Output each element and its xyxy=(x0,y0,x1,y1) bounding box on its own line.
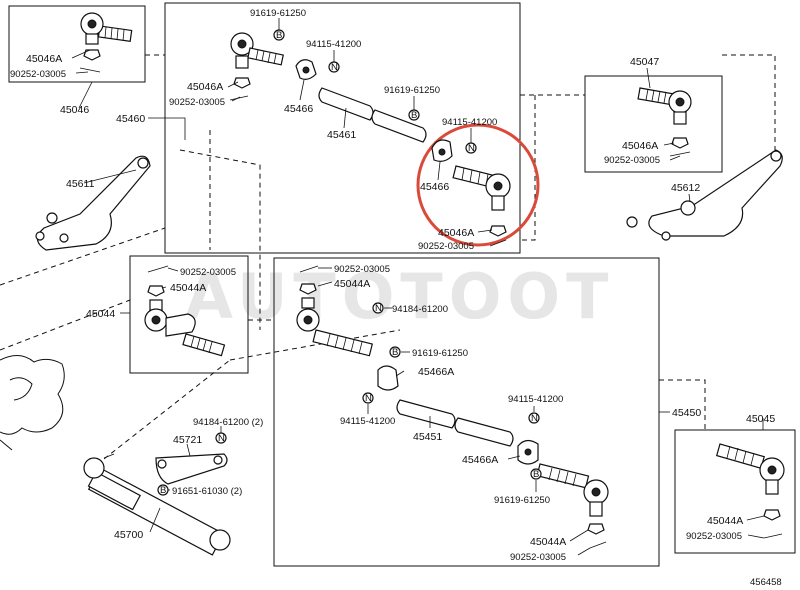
box-45046 xyxy=(8,5,146,83)
diagram-id: 456458 xyxy=(750,577,782,588)
marker-b-3: B xyxy=(389,346,401,358)
label-94184-left: 94184-61200 (2) xyxy=(193,417,263,428)
label-94115-a: 94115-41200 xyxy=(306,39,361,50)
label-45700: 45700 xyxy=(114,529,143,541)
box-45047 xyxy=(584,75,723,173)
label-90252-center: 90252-03005 xyxy=(334,264,390,275)
label-45611: 45611 xyxy=(66,178,95,190)
svg-text:N: N xyxy=(468,143,475,154)
tie-rod-end-45044-center-drawing xyxy=(296,265,374,357)
svg-text:B: B xyxy=(411,110,417,121)
label-45721: 45721 xyxy=(173,434,202,446)
label-91619-b: 91619-61250 xyxy=(384,85,440,96)
svg-text:B: B xyxy=(533,469,539,480)
watermark-text: AUTOTOOT xyxy=(185,260,614,333)
tube-45451-drawing xyxy=(396,399,514,447)
box-45460 xyxy=(164,2,521,254)
damper-45700-drawing xyxy=(83,453,231,556)
gear-box-drawing xyxy=(0,355,65,451)
label-45460: 45460 xyxy=(116,113,145,125)
label-90252-right-bottom: 90252-03005 xyxy=(686,531,742,542)
label-45046a-mid: 45046A xyxy=(187,81,223,93)
label-45044a-lower: 45044A xyxy=(530,536,566,548)
label-90252-right: 90252-03005 xyxy=(604,155,660,166)
label-94115-c: 94115-41200 xyxy=(340,416,395,427)
label-45046a-right: 45046A xyxy=(622,140,658,152)
label-45046a-top: 45046A xyxy=(26,53,62,65)
tie-rod-end-left-drawing xyxy=(229,32,284,101)
tie-rod-end-45044-drawing xyxy=(144,265,226,357)
knuckle-arm-45612-drawing xyxy=(626,149,783,241)
clamp-45466-left-drawing xyxy=(295,59,317,80)
label-45450: 45450 xyxy=(672,407,701,419)
marker-n-1: N xyxy=(328,61,340,73)
tie-rod-end-right-drawing xyxy=(452,165,511,247)
marker-b-2: B xyxy=(408,109,420,121)
marker-n-3: N xyxy=(372,302,384,314)
svg-text:N: N xyxy=(331,62,338,73)
label-45047: 45047 xyxy=(630,56,659,68)
tie-rod-end-lower-drawing xyxy=(536,463,609,549)
label-45046a-low: 45046A xyxy=(438,227,474,239)
box-45045 xyxy=(674,429,796,554)
svg-text:B: B xyxy=(276,30,282,41)
tube-45461-drawing xyxy=(318,87,427,143)
label-90252-low: 90252-03005 xyxy=(418,241,474,252)
label-94115-d: 94115-41200 xyxy=(508,394,563,405)
svg-text:N: N xyxy=(365,393,372,404)
highlight-circle xyxy=(416,123,540,247)
svg-text:N: N xyxy=(375,303,382,314)
bracket-45721-drawing xyxy=(155,453,228,485)
label-45451: 45451 xyxy=(413,431,442,443)
label-45466-left: 45466 xyxy=(284,103,313,115)
label-45044a-right: 45044A xyxy=(707,515,743,527)
marker-n-4: N xyxy=(362,392,374,404)
label-90252-lower: 90252-03005 xyxy=(510,552,566,563)
label-45461: 45461 xyxy=(327,129,356,141)
label-45044a-center: 45044A xyxy=(334,278,370,290)
label-45466a-lower: 45466A xyxy=(462,454,498,466)
tie-rod-end-45046-drawing xyxy=(79,12,133,73)
knuckle-arm-45611-drawing xyxy=(35,155,151,251)
svg-text:N: N xyxy=(218,433,225,444)
clamp-45466a-center-drawing xyxy=(377,365,399,391)
label-91619-d: 91619-61250 xyxy=(494,495,550,506)
label-45044: 45044 xyxy=(86,308,115,320)
label-45466-right: 45466 xyxy=(420,181,449,193)
tie-rod-end-45047-drawing xyxy=(637,87,692,157)
svg-text:B: B xyxy=(392,347,398,358)
label-45046: 45046 xyxy=(60,104,89,116)
marker-b-1: B xyxy=(273,29,285,41)
clamp-45466-right-drawing xyxy=(431,139,453,162)
marker-n-5: N xyxy=(528,412,540,424)
label-45466a-center: 45466A xyxy=(418,366,454,378)
label-45045: 45045 xyxy=(746,413,775,425)
label-91619-c: 91619-61250 xyxy=(412,348,468,359)
svg-text:N: N xyxy=(531,413,538,424)
label-45612: 45612 xyxy=(671,182,700,194)
label-94115-b: 94115-41200 xyxy=(442,117,497,128)
label-90252-left: 90252-03005 xyxy=(180,267,236,278)
label-91619-a: 91619-61250 xyxy=(250,8,306,19)
marker-b-4: B xyxy=(530,468,542,480)
marker-n-6: N xyxy=(215,432,227,444)
marker-n-2: N xyxy=(465,142,477,154)
label-90252-mid: 90252-03005 xyxy=(169,97,225,108)
marker-b-5: B xyxy=(157,484,169,496)
label-45044a-left: 45044A xyxy=(170,282,206,294)
label-94184-center: 94184-61200 xyxy=(392,304,448,315)
clamp-45466a-lower-drawing xyxy=(517,439,539,465)
label-91651: 91651-61030 (2) xyxy=(172,486,242,497)
box-45044 xyxy=(129,255,249,374)
svg-text:B: B xyxy=(160,485,166,496)
label-90252-top: 90252-03005 xyxy=(10,69,66,80)
tie-rod-end-45045-drawing xyxy=(715,443,785,539)
